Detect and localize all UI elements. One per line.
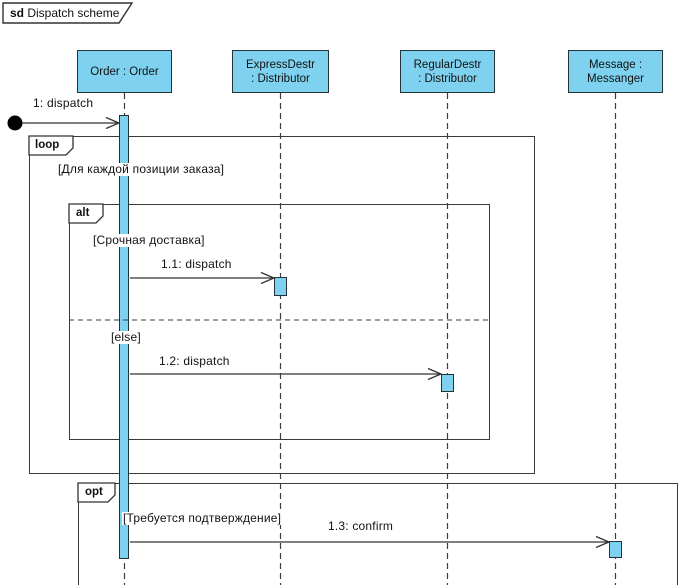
fragment-loop [29, 136, 535, 474]
lifeline-head-label: Order : Order [90, 65, 159, 78]
lifeline-head-messanger: Message : Messanger [568, 50, 663, 93]
activation-bar-express-destr [274, 277, 287, 296]
frame-title-tab [2, 2, 134, 24]
message-1-3-arrowhead [595, 535, 611, 549]
activation-bar-messanger [609, 541, 622, 558]
alt-guard-if-label: [Срочная доставка] [92, 233, 206, 247]
fragment-alt [69, 204, 490, 440]
message-1-label: 1: dispatch [32, 96, 95, 110]
message-1-3-label: 1.3: confirm [327, 519, 395, 533]
alt-guard-else-label: [else] [110, 330, 142, 344]
opt-operator-pentagon [77, 482, 116, 503]
loop-operator-label: loop [35, 139, 60, 151]
message-1-1-label: 1.1: dispatch [160, 257, 233, 271]
lifeline-head-label: Message : [588, 58, 643, 71]
frame-keyword: sd [10, 6, 25, 20]
alt-operator-label: alt [76, 207, 90, 219]
frame-title: sd Dispatch scheme [10, 6, 119, 20]
lifeline-head-order: Order : Order [77, 50, 172, 93]
message-1-2-label: 1.2: dispatch [158, 354, 231, 368]
opt-guard-label: [Требуется подтверждение] [122, 511, 283, 525]
loop-operator-pentagon [28, 135, 74, 156]
frame-title-text: Dispatch scheme [24, 6, 120, 20]
activation-bar-regular-destr [441, 374, 454, 392]
alt-operator-pentagon [68, 203, 104, 224]
lifeline-head-label: RegularDestr [413, 58, 482, 71]
fragment-opt [78, 483, 678, 585]
lifeline-head-label: : Distributor [251, 72, 310, 85]
opt-operator-label: opt [85, 486, 103, 498]
loop-guard-label: [Для каждой позиции заказа] [57, 162, 226, 176]
lifeline-head-regular-destr: RegularDestr : Distributor [400, 50, 495, 93]
found-message-dot [7, 115, 23, 131]
lifeline-head-label: ExpressDestr [245, 58, 316, 71]
message-1-arrowhead [105, 116, 121, 130]
message-1-2-arrowhead [427, 367, 443, 381]
lifeline-head-express-destr: ExpressDestr : Distributor [232, 50, 329, 93]
lifeline-head-label: Messanger [587, 72, 644, 85]
lifeline-head-label: : Distributor [418, 72, 477, 85]
message-1-1-arrowhead [260, 271, 276, 285]
